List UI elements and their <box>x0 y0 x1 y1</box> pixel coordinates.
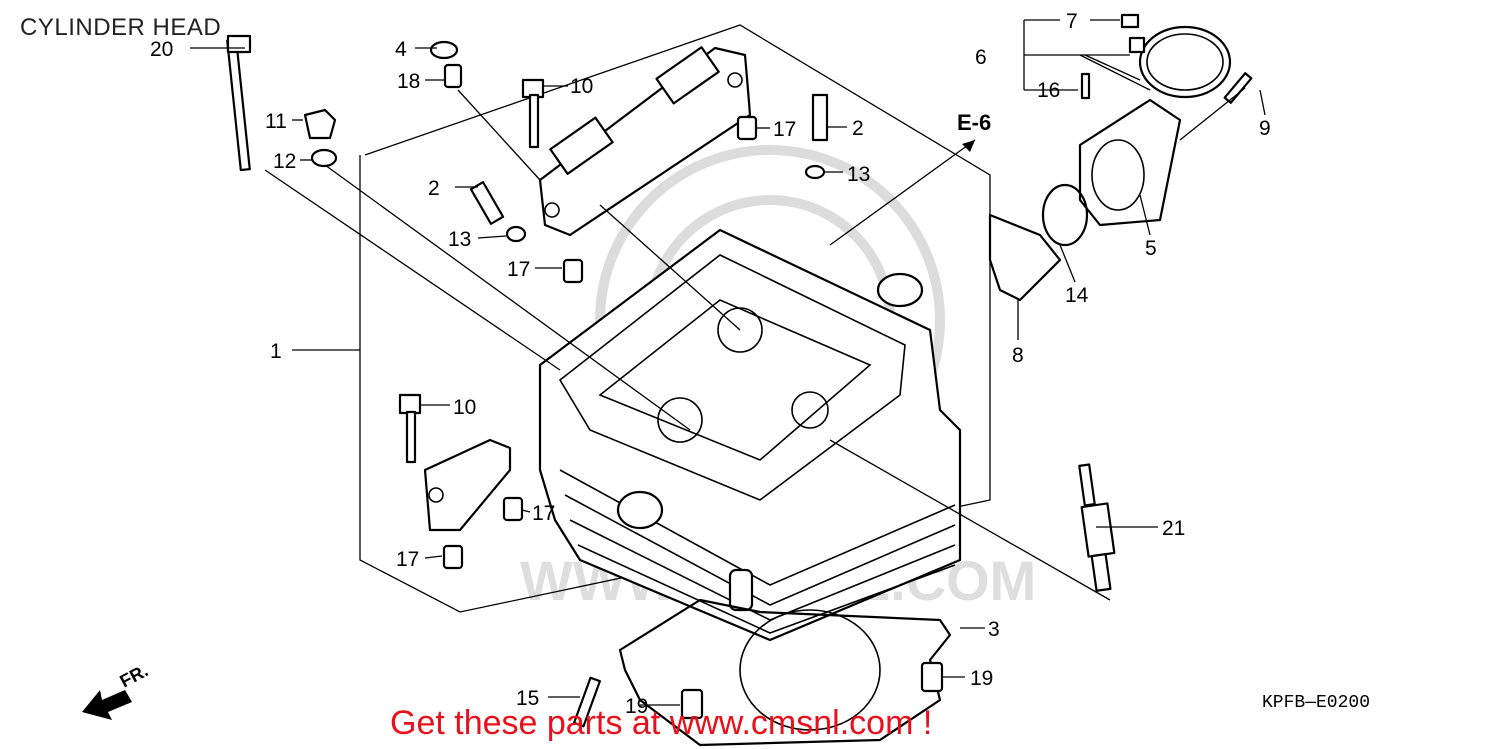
insulator-gasket <box>988 213 1062 302</box>
callout-17-c: 17 <box>532 502 555 525</box>
diagram-title: CYLINDER HEAD <box>20 14 222 41</box>
callout-10-upper: 10 <box>570 75 593 98</box>
callout-3: 3 <box>988 618 1000 641</box>
callout-9: 9 <box>1259 117 1271 140</box>
cylinder-head <box>538 228 962 642</box>
clamp-band <box>1138 25 1232 99</box>
reference-label: E-6 <box>957 110 991 135</box>
bracket-6 <box>1128 36 1146 54</box>
nut-7 <box>1120 13 1140 29</box>
front-direction-arrow: FR. <box>82 660 151 720</box>
screw-9 <box>1223 72 1253 104</box>
spark-plug <box>1078 463 1116 592</box>
head-bolt-head <box>226 34 252 54</box>
dowel-18 <box>443 63 463 89</box>
stud-15 <box>572 676 602 728</box>
screw-16 <box>1080 72 1091 100</box>
callout-1: 1 <box>270 340 282 363</box>
callout-19-left: 19 <box>625 695 648 718</box>
washer-13-left <box>505 225 527 243</box>
pin-2-left <box>469 181 505 225</box>
callout-11: 11 <box>265 110 287 133</box>
bolt-lower-head <box>398 393 422 415</box>
head-bolt-long <box>226 38 251 172</box>
callout-5: 5 <box>1145 237 1157 260</box>
dowel-17-b <box>736 115 758 141</box>
bolt-upper-shank <box>528 93 540 149</box>
reference-arrow-head <box>962 140 975 152</box>
callout-20: 20 <box>150 38 173 61</box>
camshaft-holder-lower <box>423 438 512 532</box>
callout-16: 16 <box>1037 79 1060 102</box>
callout-7: 7 <box>1066 10 1078 33</box>
callout-4: 4 <box>395 38 407 61</box>
callout-15: 15 <box>516 687 539 710</box>
callout-17-d: 17 <box>396 548 419 571</box>
callout-13-left: 13 <box>448 228 471 251</box>
callout-12: 12 <box>273 150 296 173</box>
diagram-code: KPFB—E0200 <box>1262 693 1371 713</box>
front-label: FR. <box>116 660 151 691</box>
callout-6: 6 <box>975 46 987 69</box>
callout-numbers: 1 2 2 3 4 5 6 7 8 9 10 10 11 12 13 13 14… <box>150 10 1271 718</box>
callout-18: 18 <box>397 70 420 93</box>
dowel-17-a <box>562 258 584 284</box>
pin-2-right <box>811 93 829 142</box>
assembly-outline <box>359 24 991 613</box>
callout-2-right: 2 <box>852 117 864 140</box>
dowel-19-left <box>680 688 704 720</box>
nut-11 <box>303 108 337 140</box>
leader-lines <box>190 19 1266 706</box>
dowel-17-c <box>502 496 524 522</box>
callout-19-right: 19 <box>970 667 993 690</box>
callout-17-a: 17 <box>507 258 530 281</box>
insulator <box>1078 98 1182 227</box>
o-ring <box>1041 183 1089 247</box>
dowel-19-right <box>920 661 944 693</box>
callout-2-left: 2 <box>428 177 440 200</box>
callout-14: 14 <box>1065 284 1089 307</box>
front-arrow-icon <box>82 690 132 720</box>
callout-21: 21 <box>1162 517 1185 540</box>
washer-13-right <box>804 164 826 180</box>
bolt-lower-shank <box>405 410 417 464</box>
callout-17-b: 17 <box>773 118 796 141</box>
callout-13-right: 13 <box>847 163 870 186</box>
dowel-17-d <box>442 544 464 570</box>
callout-10-lower: 10 <box>453 396 476 419</box>
promo-link[interactable]: Get these parts at www.cmsnl.com ! <box>390 704 933 742</box>
washer-4 <box>429 40 459 60</box>
washer-12 <box>310 148 338 168</box>
callout-8: 8 <box>1012 344 1024 367</box>
camshaft-holder-upper <box>538 46 752 237</box>
